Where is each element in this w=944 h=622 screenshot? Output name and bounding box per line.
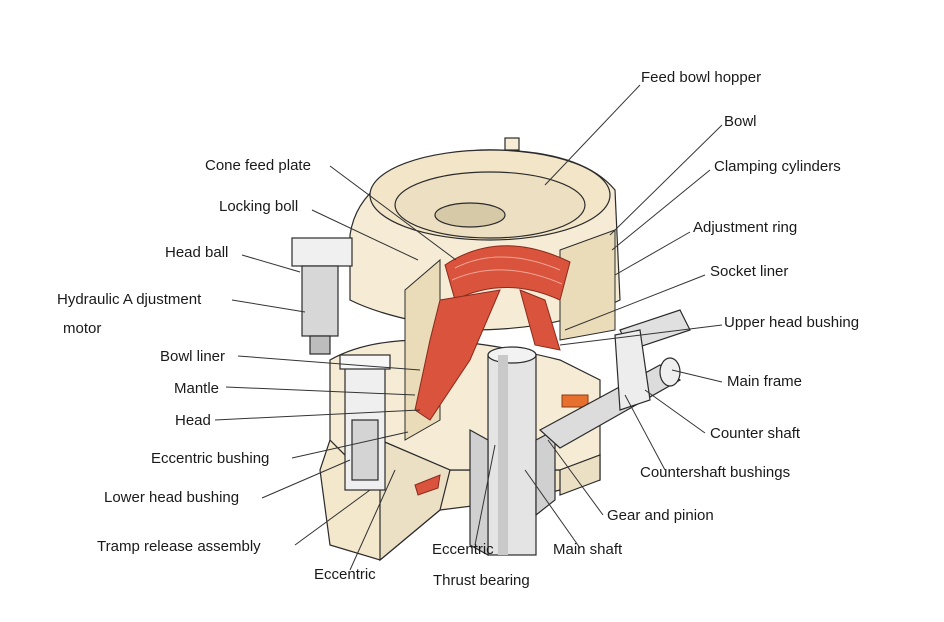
label-tramp-release-assembly: Tramp release assembly bbox=[97, 538, 261, 555]
label-adjustment-ring: Adjustment ring bbox=[693, 219, 798, 236]
label-cone-feed-plate: Cone feed plate bbox=[205, 157, 311, 174]
label-main-frame: Main frame bbox=[727, 373, 803, 390]
label-bowl: Bowl bbox=[724, 113, 757, 130]
label-gear-and-pinion: Gear and pinion bbox=[607, 507, 714, 524]
hydraulic-motor bbox=[291, 237, 353, 355]
label-bowl-liner: Bowl liner bbox=[160, 348, 226, 365]
label-eccentric-bottom: Eccentric bbox=[314, 566, 376, 583]
label-locking-boll: Locking boll bbox=[219, 198, 299, 215]
red-liner bbox=[414, 245, 589, 496]
tramp-release bbox=[339, 354, 391, 491]
label-socket-liner: Socket liner bbox=[710, 263, 789, 280]
label-countershaft-bushings: Countershaft bushings bbox=[640, 464, 791, 481]
leader-lines bbox=[214, 84, 723, 571]
label-counter-shaft: Counter shaft bbox=[710, 425, 801, 442]
label-feed-bowl-hopper: Feed bowl hopper bbox=[641, 69, 762, 86]
label-lower-head-bushing: Lower head bushing bbox=[104, 489, 240, 506]
label-main-shaft: Main shaft bbox=[553, 541, 623, 558]
label-head: Head bbox=[175, 412, 211, 429]
label-thrust-bearing: Thrust bearing bbox=[433, 572, 530, 589]
label-clamping-cylinders: Clamping cylinders bbox=[714, 158, 841, 175]
label-mantle: Mantle bbox=[174, 380, 220, 397]
counter-shaft bbox=[538, 309, 691, 449]
label-upper-head-bushing: Upper head bushing bbox=[724, 314, 860, 331]
label-hydraulic-adjustment-motor-line2: motor bbox=[63, 320, 102, 337]
label-hydraulic-adjustment-motor-line1: Hydraulic A djustment bbox=[57, 291, 202, 308]
label-eccentric-center: Eccentric bbox=[432, 541, 494, 558]
label-eccentric-bushing: Eccentric bushing bbox=[151, 450, 270, 467]
main-shaft bbox=[469, 346, 556, 557]
label-head-ball: Head ball bbox=[165, 244, 229, 261]
